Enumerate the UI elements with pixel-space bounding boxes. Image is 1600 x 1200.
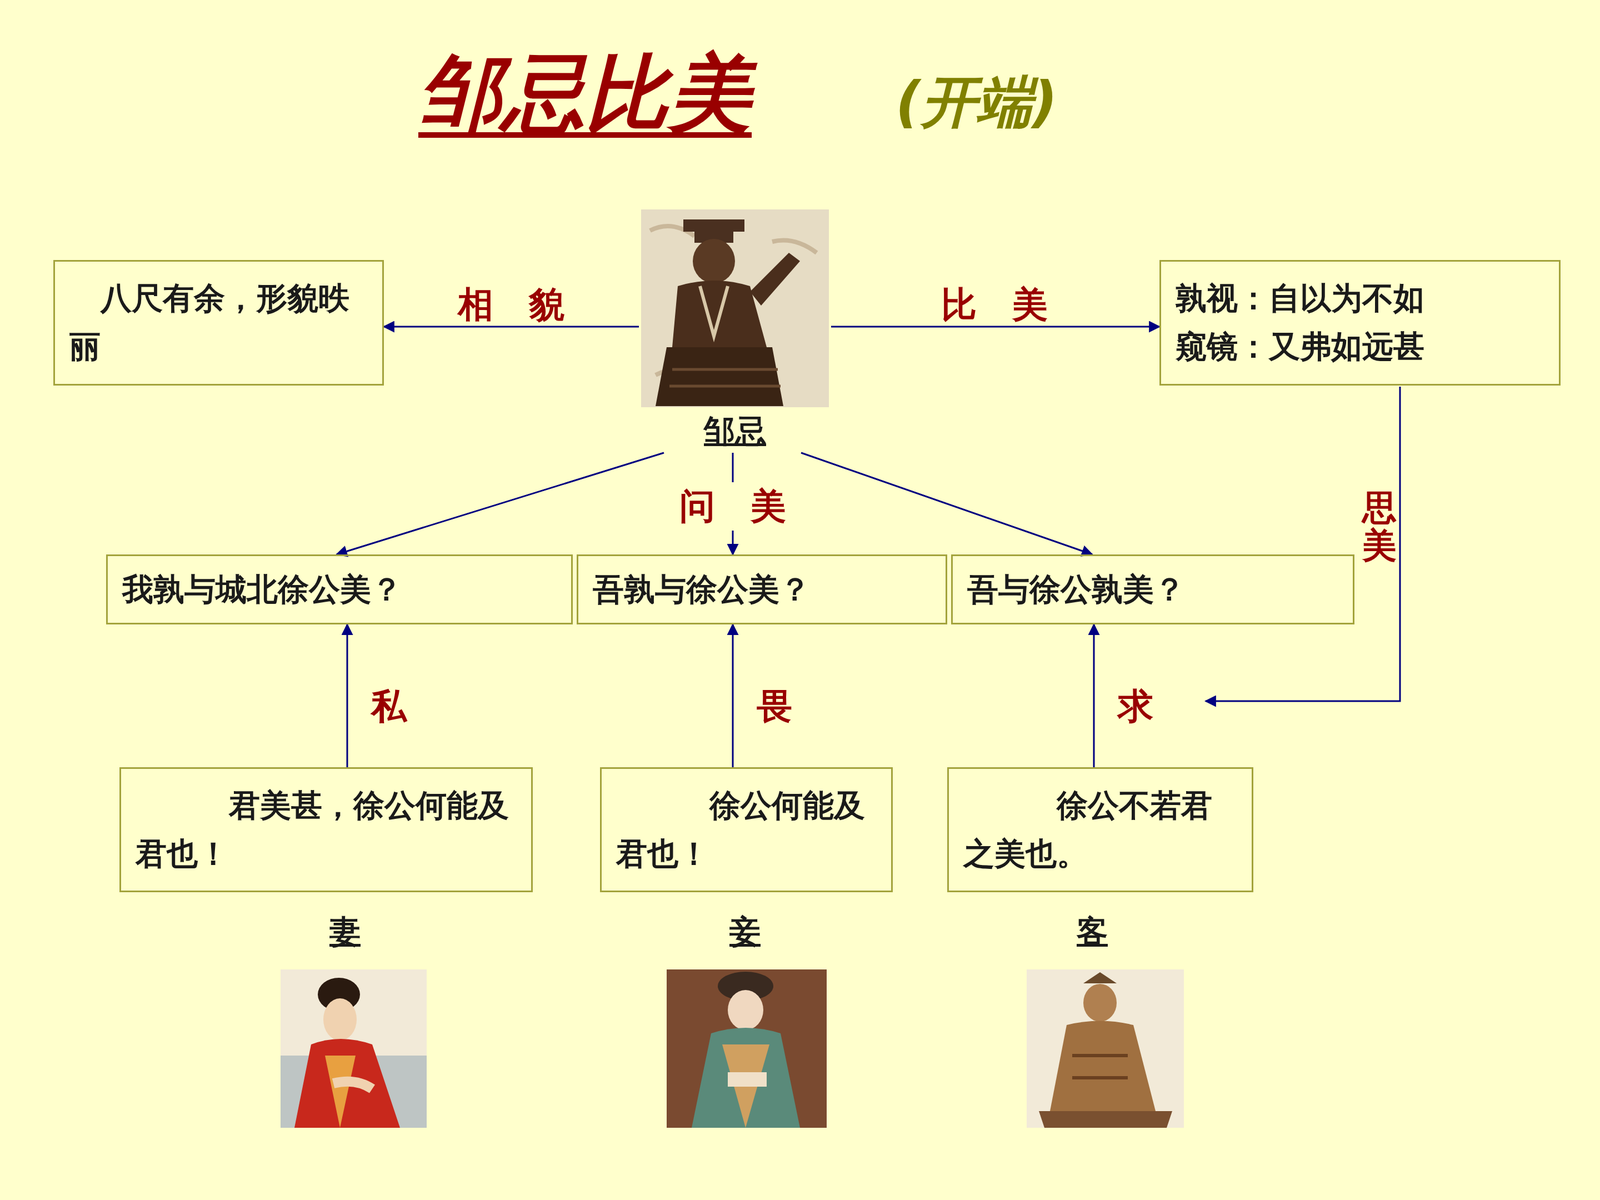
text-box: 我孰与城北徐公美？ (106, 554, 573, 625)
portrait-caption: 邹忌 (638, 410, 832, 453)
label: 客 (1076, 911, 1108, 954)
text-box: 徐公不若君之美也。 (947, 767, 1254, 893)
leader-line (1205, 386, 1400, 702)
text-box: 八尺有余，形貌昳丽 (53, 260, 384, 386)
box-text: 吾与徐公孰美？ (967, 565, 1339, 614)
zouji-picture (638, 208, 832, 409)
label: 妾 (729, 911, 761, 954)
label: (开端) (895, 65, 1058, 141)
label: 妻 (329, 911, 361, 954)
connector-arrow (801, 452, 1093, 555)
edge-label: 求 (1117, 682, 1154, 731)
connector-arrow (831, 326, 1160, 328)
box-text: 徐公何能及君也！ (616, 781, 877, 879)
text-box: 吾孰与徐公美？ (576, 554, 948, 625)
text-box: 徐公何能及君也！ (600, 767, 893, 893)
text-box: 君美甚，徐公何能及君也！ (119, 767, 533, 893)
box-text: 吾孰与徐公美？ (592, 565, 932, 614)
edge-label: 问 美 (676, 482, 790, 531)
text-box: 孰视：自以为不如窥镜：又弗如远甚 (1159, 260, 1561, 386)
box-text: 徐公不若君之美也。 (963, 781, 1238, 879)
portrait-node: 邹忌 (638, 208, 832, 453)
edge-label: 畏 (756, 682, 793, 731)
box-text: 八尺有余，形貌昳丽 (69, 274, 368, 372)
connector-arrow (346, 624, 349, 768)
guest-picture (1026, 969, 1184, 1128)
wife-picture (280, 969, 427, 1128)
connector-arrow (383, 326, 639, 328)
connector-arrow (336, 452, 664, 555)
connector-arrow (1093, 624, 1095, 768)
edge-label: 比 美 (941, 280, 1048, 329)
edge-label: 相 貌 (457, 280, 565, 329)
connector-arrow (732, 624, 734, 768)
title: 邹忌比美 (418, 38, 752, 152)
edge-label: 私 (371, 682, 407, 731)
box-text: 孰视：自以为不如 (1175, 274, 1545, 323)
label: 思美 (1362, 488, 1397, 565)
concubine-picture (666, 969, 827, 1128)
box-text: 君美甚，徐公何能及君也！ (135, 781, 517, 879)
box-text: 窥镜：又弗如远甚 (1175, 322, 1545, 372)
text-box: 吾与徐公孰美？ (951, 554, 1355, 625)
box-text: 我孰与城北徐公美？ (122, 565, 557, 614)
